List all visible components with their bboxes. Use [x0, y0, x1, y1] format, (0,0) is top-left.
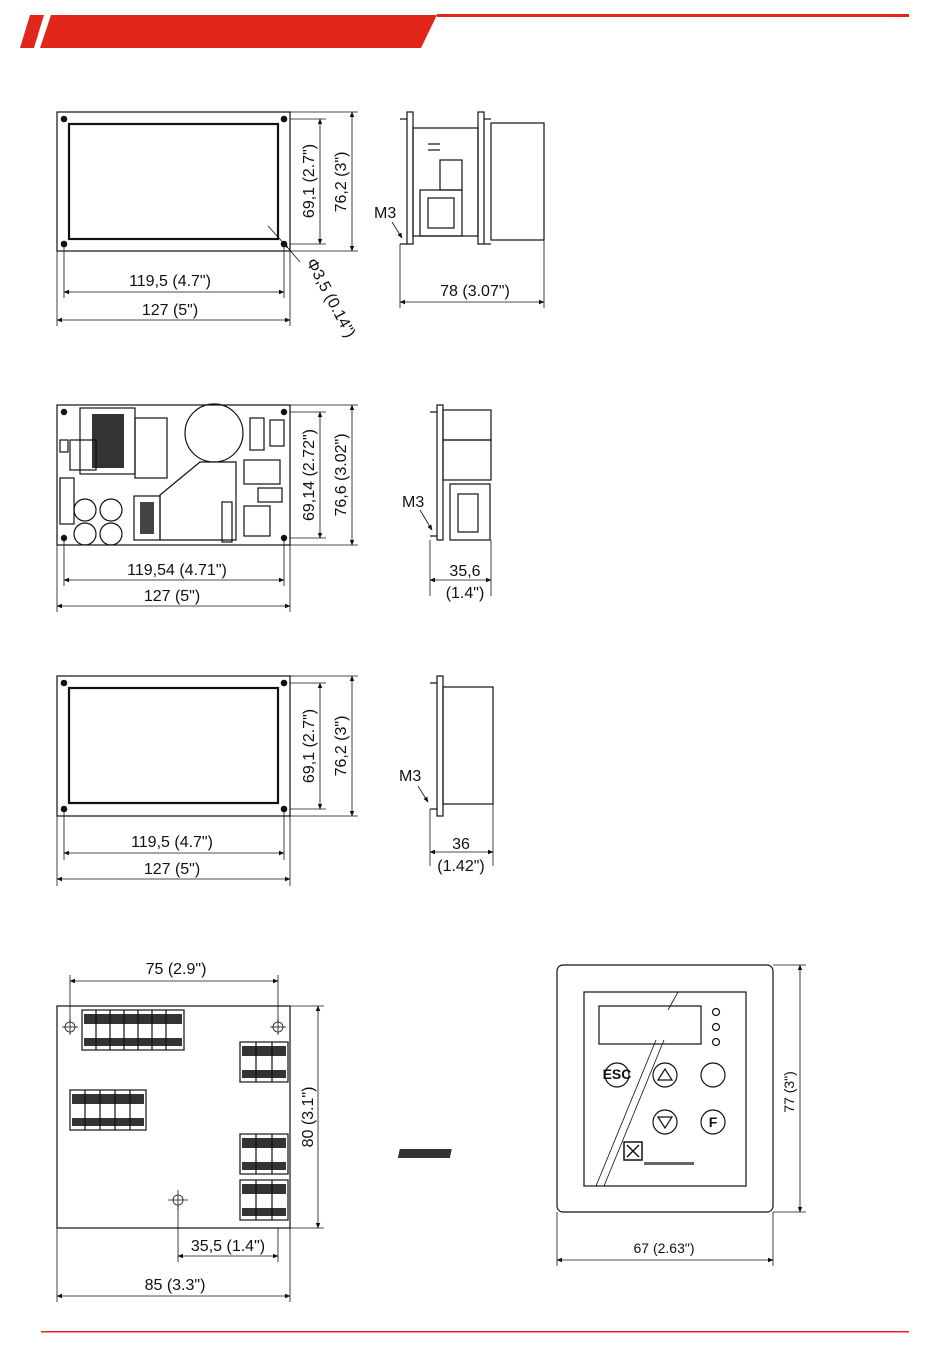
view1-outer-frame: [57, 112, 290, 251]
view4-io-board: 75 (2.9") 80 (3.1") 35,5 (1.4") 85 (3.3"…: [57, 961, 324, 1302]
view5-down-button[interactable]: [653, 1110, 677, 1134]
header-stripe-small: [20, 15, 44, 48]
view5-esc-button[interactable]: ESC: [603, 1063, 632, 1087]
view4-connector-right-2: [240, 1134, 288, 1174]
view3-front: 119,5 (4.7") 127 (5") 69,1 (2.7") 76,2 (…: [57, 676, 358, 886]
view3-inner-width-label: 119,5 (4.7"): [131, 834, 213, 851]
view5-brand-logo: [398, 1142, 694, 1165]
view2-heatsink: [160, 462, 236, 540]
view4-connector-right-1: [240, 1042, 288, 1082]
view2-front: 119,54 (4.71") 127 (5") 69,14 (2.72") 76…: [57, 404, 358, 612]
view1-side: M3 78 (3.07"): [374, 112, 544, 308]
view2-screw-label: M3: [402, 494, 424, 511]
view2-side: M3 35,6 (1.4"): [402, 405, 491, 602]
header-stripe-large: [40, 15, 437, 48]
view3-inner-height-label: 69,1 (2.7"): [301, 709, 318, 783]
view3-side: M3 36 (1.42"): [399, 676, 493, 875]
view2-depth-label-1: 35,6: [449, 563, 480, 580]
view5-f-button[interactable]: F: [701, 1110, 725, 1134]
view2-depth-label-2: (1.4"): [446, 585, 485, 602]
view4-hole-span-label: 75 (2.9"): [146, 961, 207, 978]
view5-display: [599, 1006, 701, 1044]
view1-side-enclosure: [491, 123, 544, 240]
view5-led-1: [713, 1009, 720, 1016]
view5-width-label: 67 (2.63"): [633, 1240, 694, 1256]
view2-inner-width-label: 119,54 (4.71"): [127, 562, 227, 579]
view2-outer-height-label: 76,6 (3.02"): [333, 433, 350, 516]
view4-width-label: 85 (3.3"): [145, 1277, 206, 1294]
view5-f-label: F: [709, 1114, 718, 1130]
view1-outer-width-label: 127 (5"): [142, 302, 198, 319]
view1-inner-width-label: 119,5 (4.7"): [129, 273, 211, 290]
view2-inner-height-label: 69,14 (2.72"): [301, 429, 318, 521]
header-line: [437, 14, 909, 17]
view4-connector-top: [82, 1010, 184, 1050]
view1-inner-height-label: 69,1 (2.7"): [301, 144, 318, 218]
up-arrow-icon: [658, 1069, 672, 1080]
view5-esc-label: ESC: [603, 1066, 632, 1082]
view3-screw-label: M3: [399, 768, 421, 785]
down-arrow-icon: [658, 1117, 672, 1128]
view5-outer-bezel: [557, 965, 773, 1212]
footer-rule: [41, 1331, 909, 1333]
view1-outer-height-label: 76,2 (3"): [333, 152, 350, 213]
view4-height-label: 80 (3.1"): [300, 1087, 317, 1148]
view1-depth-label: 78 (3.07"): [440, 283, 510, 300]
view2-board-outline: [57, 405, 290, 545]
view4-hole-offset-label: 35,5 (1.4"): [191, 1238, 265, 1255]
view1-hole-dia-label: Φ3,5 (0.14"): [302, 256, 358, 341]
view5-up-button[interactable]: [653, 1063, 677, 1087]
view4-connector-right-3: [240, 1180, 288, 1220]
view3-outer-width-label: 127 (5"): [144, 861, 200, 878]
view5-enter-button[interactable]: [701, 1063, 725, 1087]
view5-height-label: 77 (3"): [781, 1071, 797, 1113]
view1-screw-label: M3: [374, 205, 396, 222]
view1-front: 119,5 (4.7") 127 (5") 69,1 (2.7") 76,2 (…: [57, 112, 358, 341]
view2-capacitor-large: [185, 404, 243, 462]
view4-connector-left: [70, 1090, 146, 1130]
view5-keypad-panel: ESC F 77: [398, 965, 806, 1266]
view3-outer-height-label: 76,2 (3"): [333, 716, 350, 777]
view3-depth-label-1: 36: [452, 836, 470, 853]
view3-depth-label-2: (1.42"): [437, 858, 484, 875]
view5-led-2: [713, 1024, 720, 1031]
header-bar: [20, 14, 909, 48]
view2-outer-width-label: 127 (5"): [144, 588, 200, 605]
view1-inner-frame: [69, 124, 278, 239]
view1-hole-tr: [281, 116, 288, 123]
view5-led-3: [713, 1039, 720, 1046]
view1-hole-tl: [61, 116, 68, 123]
